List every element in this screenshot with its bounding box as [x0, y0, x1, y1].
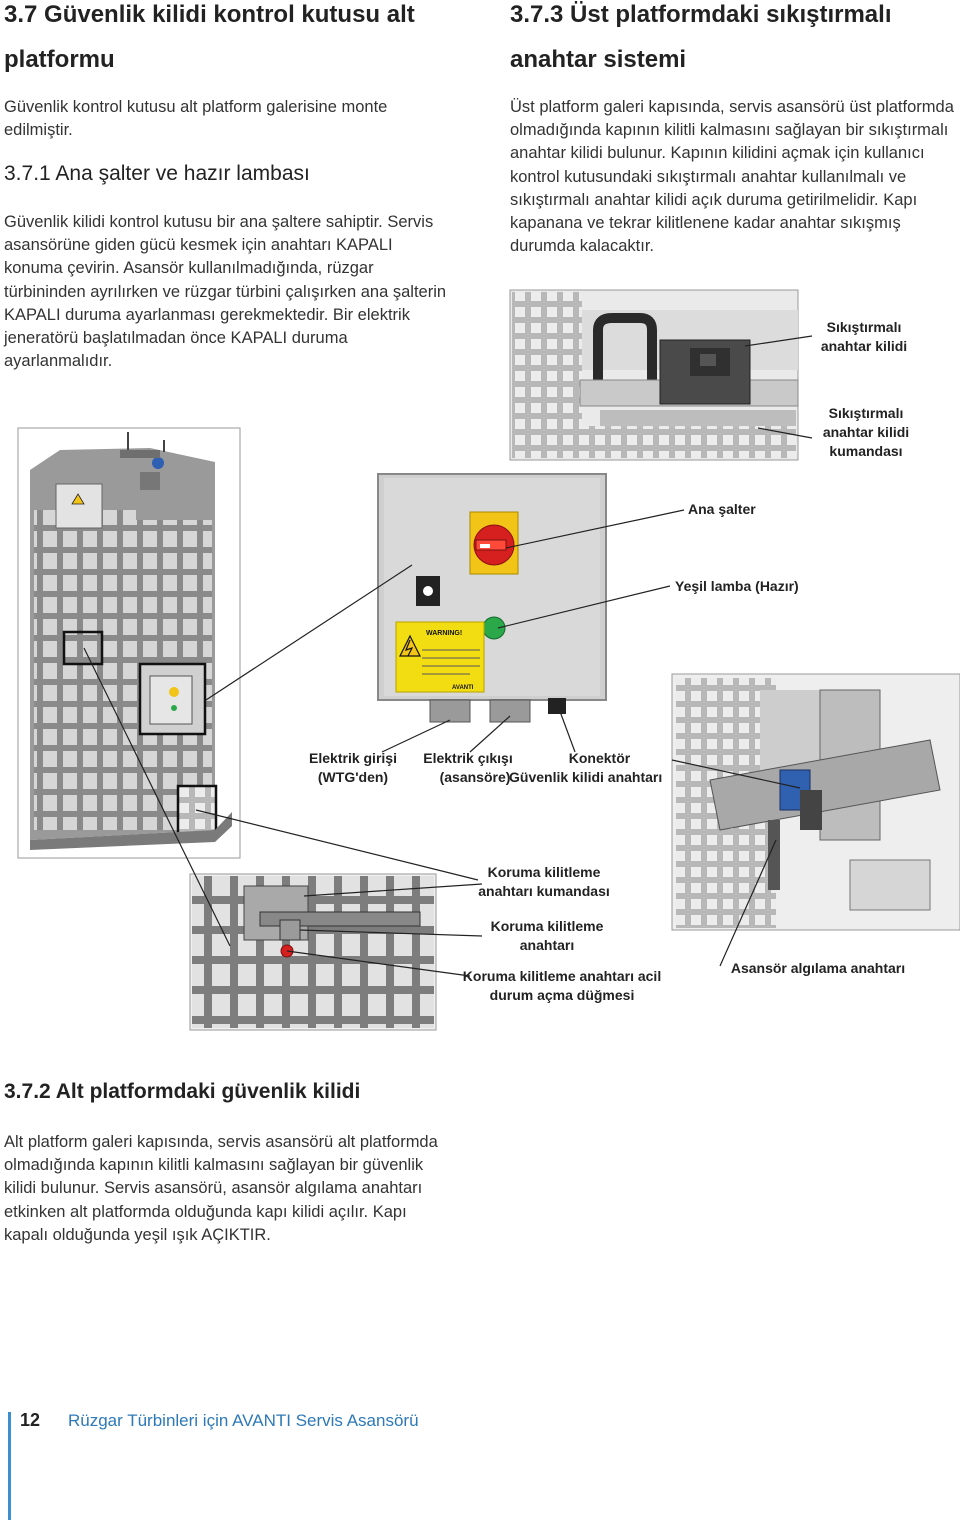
section-title-line2: platformu — [4, 46, 115, 73]
label-line: Güvenlik kilidi anahtarı — [509, 769, 663, 785]
subsection-title-371: 3.7.1 Ana şalter ve hazır lambası — [4, 162, 310, 185]
label-line: Koruma kilitleme — [487, 864, 601, 880]
right-section-body: Üst platform galeri kapısında, servis as… — [510, 98, 954, 256]
intro-paragraph: Güvenlik kontrol kutusu alt platform gal… — [4, 98, 388, 140]
label-line: (asansöre) — [439, 769, 511, 785]
footer-accent-bar — [8, 1412, 11, 1520]
label-line: Koruma kilitleme anahtarı acil — [462, 968, 662, 984]
warning-label: WARNING! — [426, 630, 462, 637]
label-line: Elektrik girişi — [309, 750, 397, 766]
label-guard-lock-handle: Koruma kilitleme anahtarı kumandası — [462, 863, 626, 901]
label-line: Konektör — [568, 750, 631, 766]
label-lift-detect: Asansör algılama anahtarı — [730, 960, 906, 976]
label-line: Elektrik çıkışı — [423, 750, 513, 766]
callout-lines — [83, 335, 813, 977]
label-line: anahtar kilidi — [822, 424, 910, 440]
label-power-out: Elektrik çıkışı (asansöre) — [414, 749, 522, 787]
label-trapped-key-handle: Sıkıştırmalı anahtar kilidi kumandası — [800, 404, 932, 461]
guard-lock-figure — [189, 873, 437, 1031]
label-connector: Konektör Güvenlik kilidi anahtarı — [509, 749, 672, 787]
label-line: Koruma kilitleme — [490, 918, 604, 934]
label-trapped-key-lock: Sıkıştırmalı anahtar kilidi — [800, 318, 928, 356]
label-line: anahtarı — [519, 937, 575, 953]
footer-title: Rüzgar Türbinleri için AVANTI Servis Asa… — [68, 1411, 419, 1430]
avanti-label: AVANTI — [452, 685, 474, 691]
lift-structure-figure — [17, 427, 241, 859]
subsection-372-body: Alt platform galeri kapısında, servis as… — [4, 1133, 438, 1244]
label-emergency-release: Koruma kilitleme anahtarı acil durum açm… — [446, 967, 678, 1005]
label-line: anahtarı kumandası — [478, 883, 610, 899]
label-guard-lock-switch: Koruma kilitleme anahtarı — [472, 917, 622, 955]
right-section-title-line1: 3.7.3 Üst platformdaki sıkıştırmalı — [510, 1, 892, 28]
label-line: Sıkıştırmalı — [826, 319, 902, 335]
label-power-in: Elektrik girişi (WTG'den) — [300, 749, 406, 787]
lift-detect-figure — [671, 673, 960, 931]
label-line: durum açma düğmesi — [489, 987, 635, 1003]
label-main-switch: Ana şalter — [688, 501, 756, 517]
section-title-line1: 3.7 Güvenlik kilidi kontrol kutusu alt — [4, 1, 415, 28]
subsection-title-372: 3.7.2 Alt platformdaki güvenlik kilidi — [4, 1080, 361, 1103]
right-section-title-line2: anahtar sistemi — [510, 46, 687, 73]
label-green-lamp: Yeşil lamba (Hazır) — [675, 578, 799, 594]
page-number: 12 — [20, 1410, 41, 1430]
control-box-figure: WARNING! AVANTI — [377, 473, 607, 723]
label-line: kumandası — [829, 443, 903, 459]
subsection-371-body: Güvenlik kilidi kontrol kutusu bir ana ş… — [4, 213, 447, 371]
trapped-key-lock-figure — [509, 289, 799, 461]
label-line: (WTG'den) — [317, 769, 389, 785]
label-line: anahtar kilidi — [820, 338, 908, 354]
label-line: Sıkıştırmalı — [828, 405, 904, 421]
